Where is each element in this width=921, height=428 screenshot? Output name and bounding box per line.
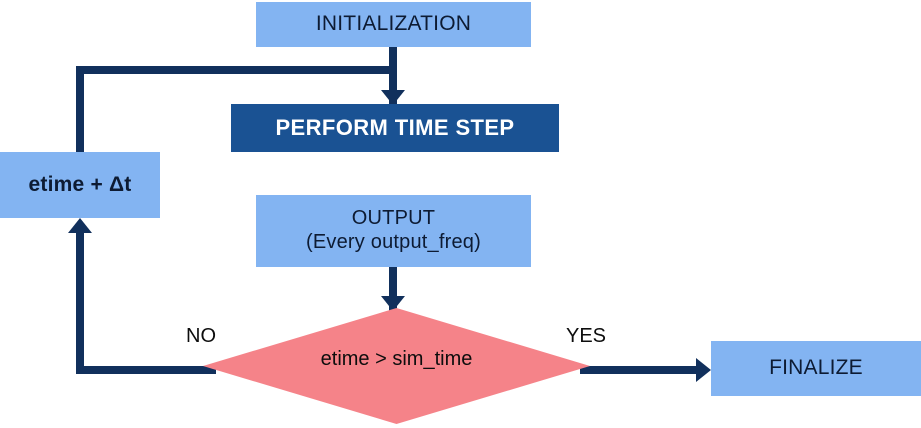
edge-loop-left-vertical-upper [76, 66, 84, 161]
arrowhead-into-decision [381, 296, 405, 311]
diamond-shape [203, 308, 590, 424]
node-initialization[interactable]: INITIALIZATION [256, 2, 531, 47]
edge-loop-top-horizontal [76, 66, 397, 74]
arrowhead-into-perform-time-step [381, 90, 405, 105]
branch-label-yes: YES [566, 325, 607, 347]
node-finalize-label: FINALIZE [769, 356, 863, 380]
node-etime-increment-label: etime + Δt [28, 172, 132, 196]
node-finalize[interactable]: FINALIZE [711, 341, 921, 396]
node-etime-increment[interactable]: etime + Δt [0, 152, 160, 218]
node-initialization-label: INITIALIZATION [315, 12, 472, 36]
edge-initialization-to-perform [389, 47, 397, 119]
node-perform-time-step-label: PERFORM TIME STEP [275, 115, 515, 141]
arrowhead-into-finalize [696, 358, 711, 382]
edge-no-branch-horizontal [76, 366, 216, 374]
edge-loop-left-vertical-lower [76, 232, 84, 374]
decision-node-etime-vs-simtime[interactable] [203, 308, 590, 428]
edge-yes-branch-horizontal [580, 366, 698, 374]
branch-label-no: NO [186, 325, 216, 347]
edge-output-to-decision [389, 267, 397, 312]
node-output[interactable]: OUTPUT (Every output_freq) [256, 195, 531, 267]
arrowhead-into-etime-box [68, 218, 92, 233]
node-output-label: OUTPUT (Every output_freq) [306, 207, 481, 253]
decision-node-label: etime > sim_time [320, 348, 473, 370]
node-perform-time-step[interactable]: PERFORM TIME STEP [231, 104, 559, 152]
